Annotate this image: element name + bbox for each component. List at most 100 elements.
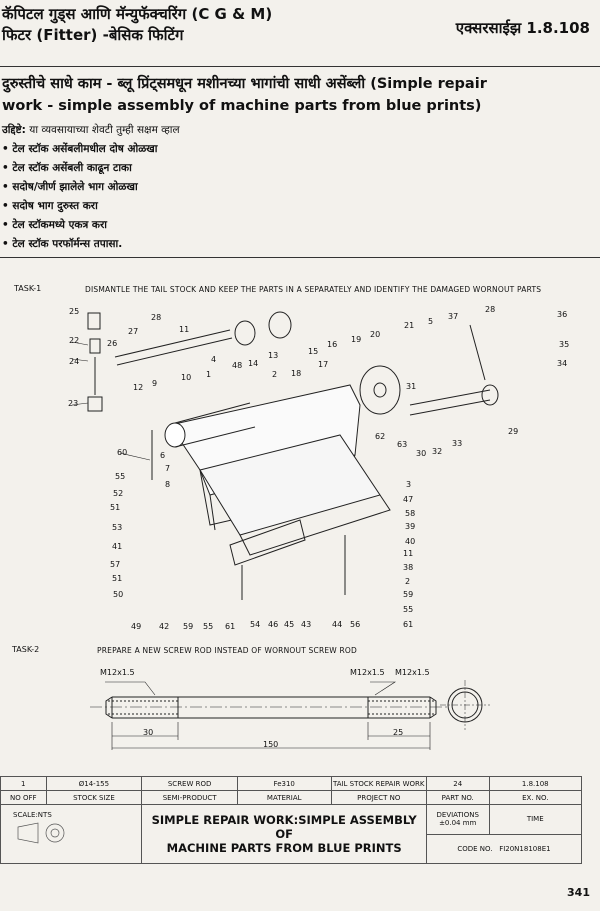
part-label: 14	[248, 359, 259, 368]
part-label: 50	[113, 590, 124, 599]
title-block-row: CODE NO. FI20N18108E1	[1, 833, 583, 864]
part-label: 57	[110, 560, 121, 569]
tb-cell: PROJECT NO	[330, 790, 427, 805]
part-label: 56	[350, 620, 361, 629]
objectives-lead-label: उद्दिष्टे:	[2, 124, 26, 136]
tb-cell: EX. NO.	[488, 790, 582, 805]
bush-2	[268, 311, 292, 339]
objectives-lead-text: या व्यवसायाच्या शेवटी तुम्ही सक्षम व्हाल	[25, 124, 180, 136]
part-label: 28	[151, 313, 162, 322]
part-label: 34	[557, 359, 568, 368]
part-label: 59	[183, 622, 194, 631]
exercise-number: एक्सरसाईझ 1.8.108	[455, 19, 590, 37]
part-label: 26	[107, 339, 118, 348]
part-23	[87, 396, 103, 412]
part-label: 47	[403, 495, 414, 504]
module-title-line2: फिटर (Fitter) -बेसिक फिटिंग	[2, 26, 184, 44]
part-label: 53	[112, 523, 123, 532]
part-label: 51	[110, 503, 121, 512]
part-label: 11	[179, 325, 190, 334]
part-label: 28	[485, 305, 496, 314]
part-label: 61	[225, 622, 236, 631]
code-label: CODE NO.	[457, 844, 493, 853]
objective-item: टेल स्टॉक असेंबली काढून टाका	[2, 159, 180, 178]
drawing-title-line1: SIMPLE REPAIR WORK:SIMPLE ASSEMBLY OF	[151, 813, 417, 841]
part-label: 29	[508, 427, 519, 436]
screw-rod-drawing	[90, 680, 490, 750]
part-label: 32	[432, 447, 443, 456]
part-label: 10	[181, 373, 192, 382]
time-cell: TIME	[488, 804, 582, 835]
tb-cell: Ø14-155	[45, 776, 143, 791]
objectives-lead: उद्दिष्टे: या व्यवसायाच्या शेवटी तुम्ही …	[2, 121, 180, 140]
task2-description: PREPARE A NEW SCREW ROD INSTEAD OF WORNO…	[97, 646, 357, 655]
part-label: 55	[115, 472, 126, 481]
tb-cell: TAIL STOCK REPAIR WORK	[330, 776, 427, 791]
part-label: 33	[452, 439, 463, 448]
part-label: 41	[112, 542, 123, 551]
part-label: 6	[160, 451, 166, 460]
part-label: 54	[250, 620, 261, 629]
objective-item: सदोष भाग दुरुस्त करा	[2, 197, 180, 216]
part-label: 37	[448, 312, 459, 321]
part-label: 38	[403, 563, 414, 572]
rod-outline	[112, 696, 430, 719]
tb-cell: 1	[0, 776, 47, 791]
title-block-row: NO OFF STOCK SIZE SEMI-PRODUCT MATERIAL …	[0, 790, 582, 805]
part-label: 59	[403, 590, 414, 599]
part-label: 18	[291, 369, 302, 378]
part-label: 23	[68, 399, 79, 408]
tb-cell: MATERIAL	[236, 790, 332, 805]
part-label: 39	[405, 522, 416, 531]
bush-1	[234, 320, 256, 346]
page-number: 341	[567, 886, 590, 899]
title-cell: SIMPLE REPAIR WORK:SIMPLE ASSEMBLY OF MA…	[141, 804, 427, 864]
tb-cell: NO OFF	[0, 790, 47, 805]
dimension-thread-right: 25	[393, 728, 404, 737]
part-label: 49	[131, 622, 142, 631]
handwheel	[359, 365, 401, 415]
tailstock-exploded-drawing	[71, 311, 499, 600]
tb-cell: SCREW ROD	[141, 776, 238, 791]
part-label: 21	[404, 321, 415, 330]
part-label: 24	[69, 357, 80, 366]
part-label: 51	[112, 574, 123, 583]
part-label: 55	[403, 605, 414, 614]
code-value: FI20N18108E1	[499, 844, 551, 853]
part-label: 13	[268, 351, 279, 360]
tb-cell: 24	[425, 776, 490, 791]
part-label: 43	[301, 620, 312, 629]
tb-cell: 1.8.108	[488, 776, 582, 791]
part-22	[89, 338, 101, 354]
part-label: 30	[416, 449, 427, 458]
objective-item: सदोष/जीर्ण झालेले भाग ओळखा	[2, 178, 180, 197]
scale-label: SCALE:NTS	[13, 811, 52, 819]
deviations-cell: DEVIATIONS ±0.04 mm	[425, 804, 490, 835]
part-label: 31	[406, 382, 417, 391]
thread-spec-right-a: M12x1.5	[350, 668, 385, 677]
exercise-title: दुरुस्तीचे साधे काम - ब्लू प्रिंट्समधून …	[2, 73, 600, 117]
title-block-row: SCALE:NTS SIMPLE REPAIR WORK:SIMPLE ASSE…	[0, 804, 582, 864]
tb-cell: PART NO.	[425, 790, 490, 805]
part-label: 60	[117, 448, 128, 457]
part-label: 25	[69, 307, 80, 316]
clamp-plate	[229, 519, 306, 566]
part-label: 3	[406, 480, 412, 489]
part-label: 22	[69, 336, 80, 345]
thread-spec-left: M12x1.5	[100, 668, 135, 677]
module-title: कॅपिटल गुड्स आणि मॅन्युफॅक्चरिंग (C G & …	[2, 4, 272, 46]
tb-cell: SEMI-PRODUCT	[141, 790, 238, 805]
objective-item: टेल स्टॉक असेंबलीमधील दोष ओळखा	[2, 140, 180, 159]
part-label: 36	[557, 310, 568, 319]
task2-label: TASK-2	[12, 645, 40, 654]
quill-end	[164, 422, 186, 448]
objective-item: टेल स्टॉक परफॉर्मन्स तपासा.	[2, 235, 180, 254]
part-label: 61	[403, 620, 414, 629]
header-divider	[0, 66, 600, 67]
part-label: 45	[284, 620, 295, 629]
spindle-screw	[114, 329, 233, 366]
module-title-line1: कॅपिटल गुड्स आणि मॅन्युफॅक्चरिंग (C G & …	[2, 5, 273, 23]
part-label: 20	[370, 330, 381, 339]
lever	[469, 324, 486, 381]
dimension-thread-left: 30	[143, 728, 154, 737]
